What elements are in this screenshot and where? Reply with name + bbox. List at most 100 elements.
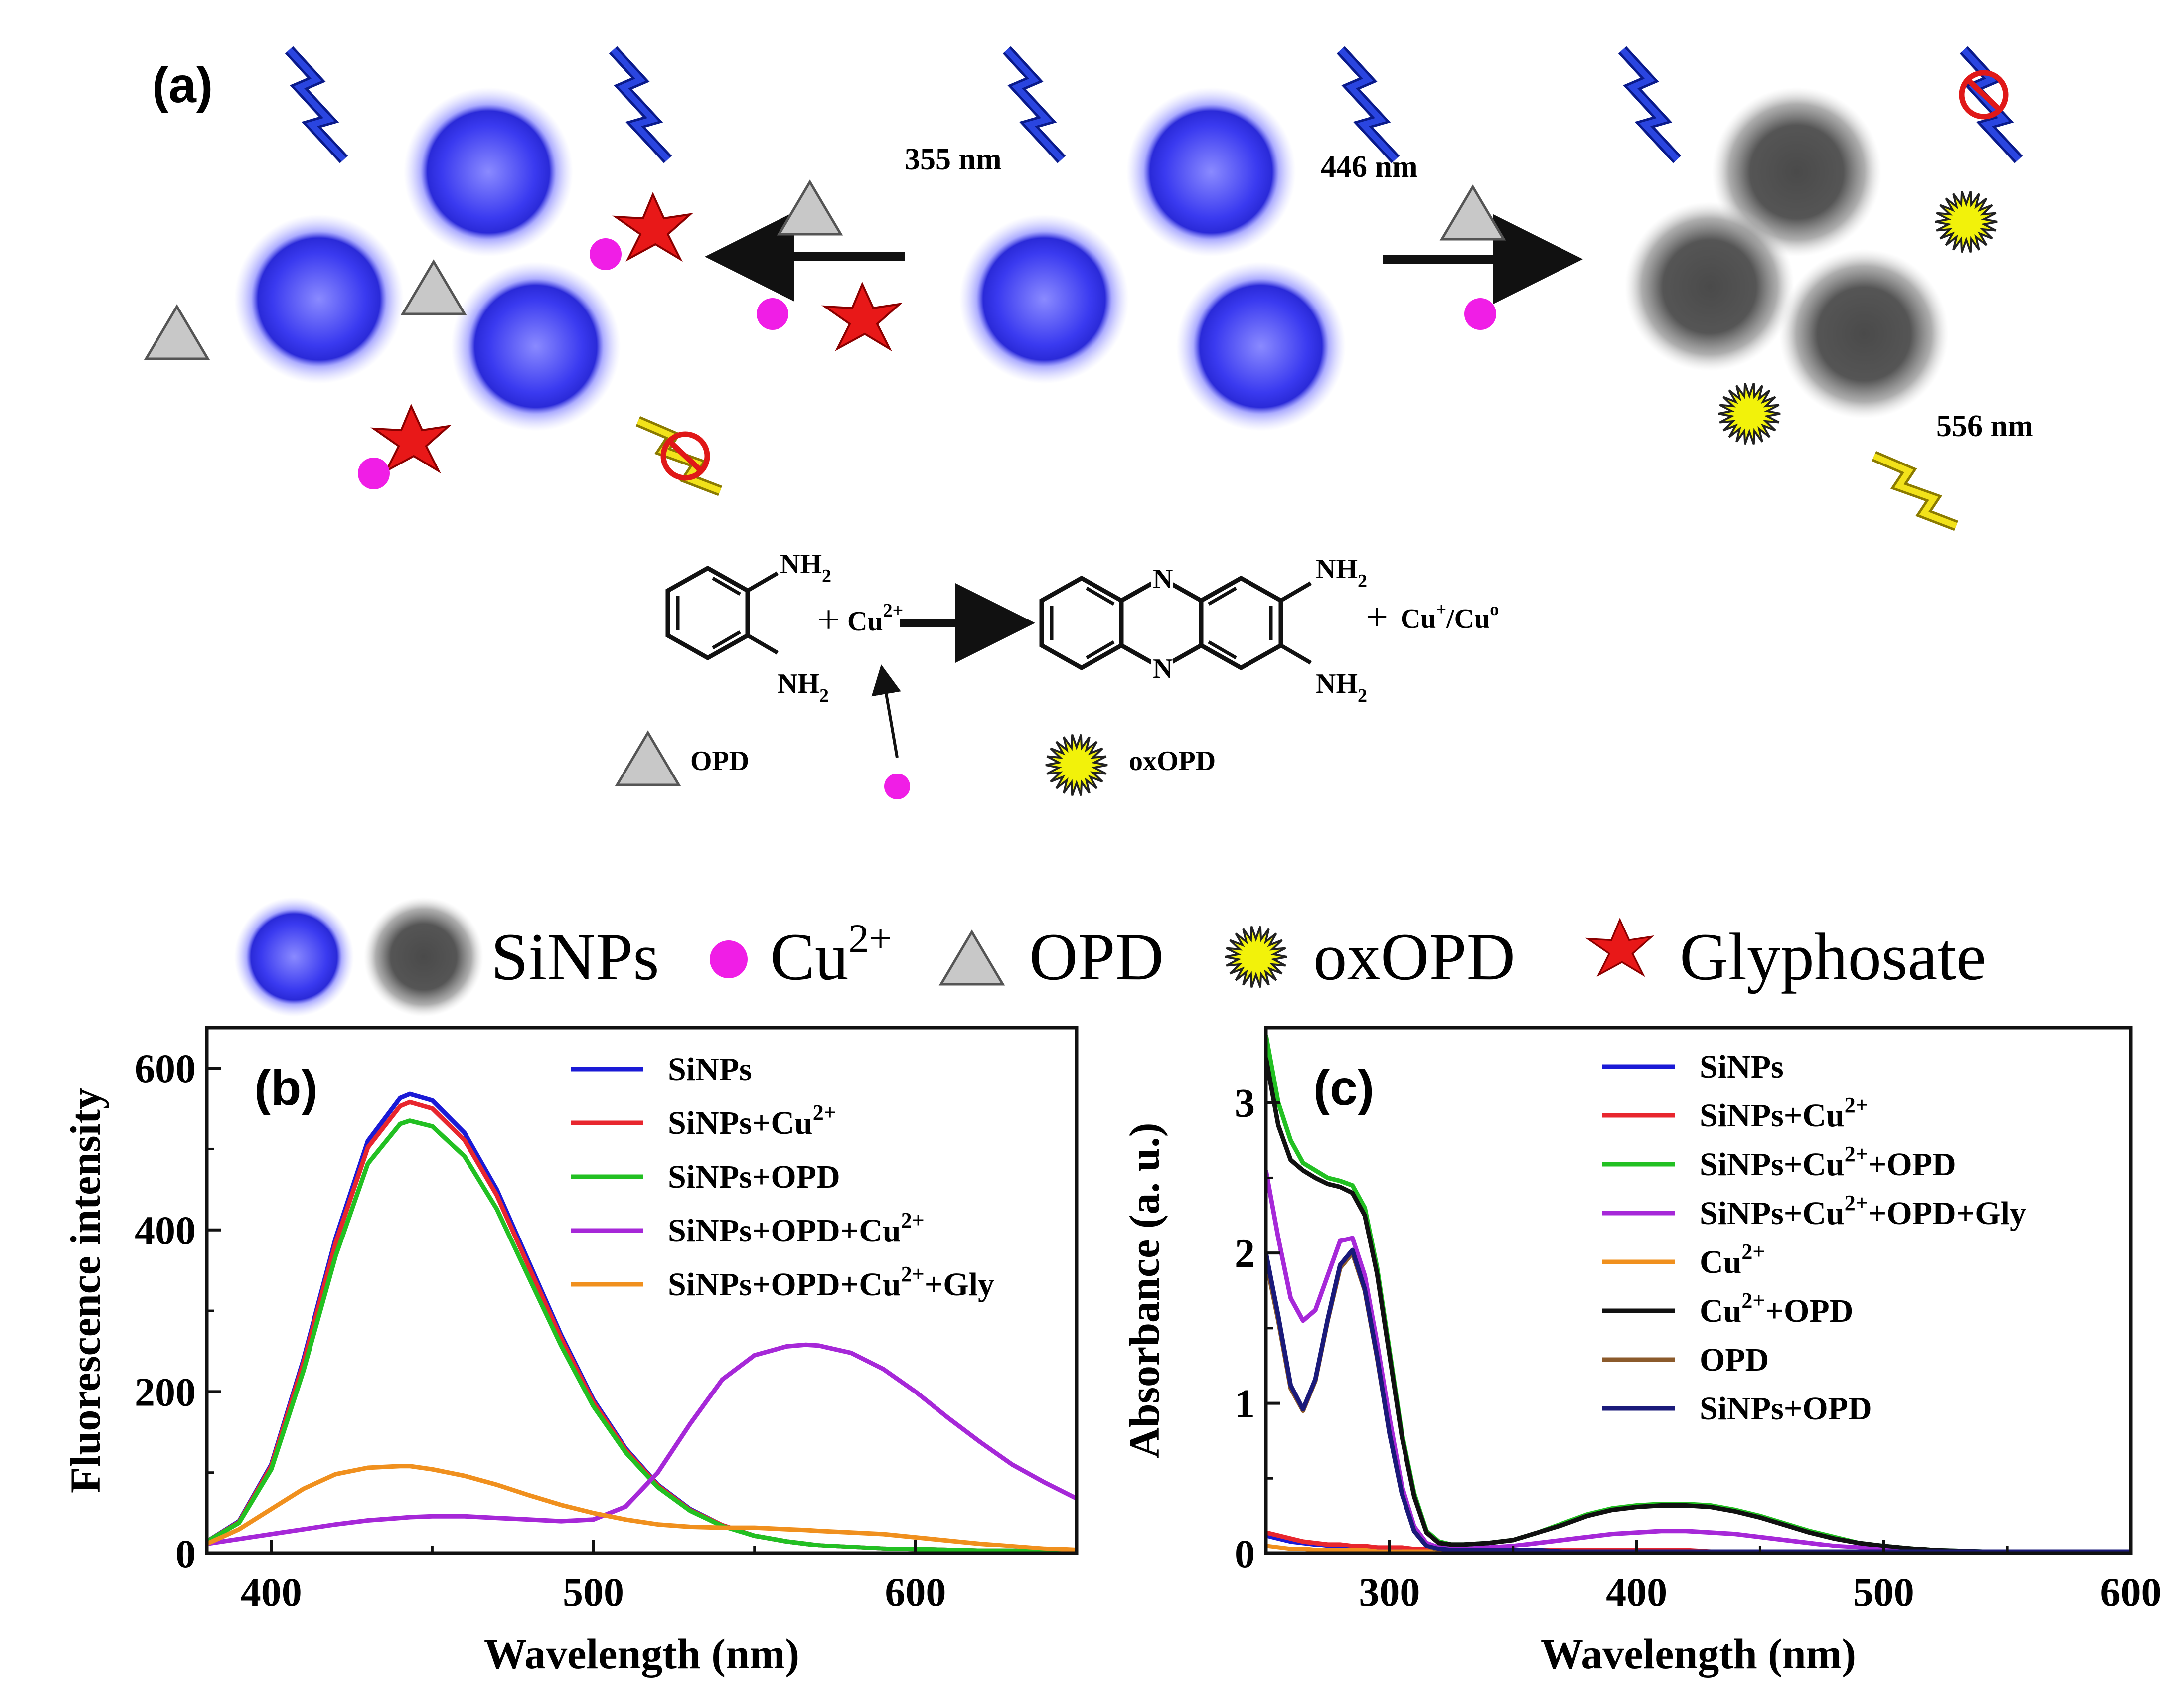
series-line-5: [1266, 1057, 2131, 1553]
plot-frame: [205, 1026, 1079, 1555]
x-tick-label: 400: [1606, 1569, 1667, 1615]
panel-label: (b): [254, 1060, 318, 1116]
symbol-legend: SiNPs Cu2+ OPD oxOPD Glyphosate: [234, 897, 1986, 1017]
cu2-reactant-label: Cu2+: [847, 600, 903, 637]
x-tick-label: 500: [1853, 1569, 1914, 1615]
series-line-2: [207, 1118, 1077, 1553]
legend-entry: SiNPs+Cu2+: [668, 1100, 836, 1141]
legend-glyphosate-label: Glyphosate: [1680, 920, 1986, 994]
excitation-lightning-icon: [1007, 50, 1062, 159]
cu-ion-icon: [358, 458, 390, 489]
cu-ion-icon: [757, 298, 788, 330]
oxopd-sunburst-icon: [1225, 926, 1287, 988]
emission-yellow-wavelength-label: 556 nm: [1936, 409, 2033, 443]
y-axis-label: Absorbance (a. u.): [1120, 1123, 1168, 1459]
y-tick-label: 0: [1235, 1531, 1255, 1576]
n-atom-bottom: N: [1153, 653, 1173, 684]
glyphosate-icon: [615, 193, 691, 260]
cu-ion-icon: [884, 774, 910, 799]
legend-entry: SiNPs: [668, 1051, 752, 1087]
sinp-blue-icon: [959, 214, 1129, 384]
glyphosate-icon: [1587, 919, 1653, 976]
legend-entry: SiNPs+OPD+Cu2+: [668, 1208, 925, 1249]
legend-entry: Cu2++OPD: [1700, 1288, 1853, 1329]
opd-benzene-ring: [665, 565, 750, 661]
series-line-1: [1266, 1530, 2131, 1553]
n-atom-top: N: [1153, 564, 1173, 595]
legend-entry: SiNPs+OPD: [1700, 1391, 1872, 1427]
x-tick-label: 600: [2100, 1569, 2162, 1615]
series-line-3: [207, 1342, 1077, 1546]
series-line-0: [207, 1091, 1077, 1553]
oxopd-nh2-bottom-label: NH2: [1316, 668, 1367, 706]
excitation-lightning-icon: [1622, 50, 1677, 159]
x-tick-label: 400: [241, 1569, 302, 1615]
emission-lightning-icon: [613, 50, 668, 159]
cu-ion-icon: [590, 238, 622, 270]
panel-label-a: (a): [152, 57, 213, 113]
series-line-1: [207, 1099, 1077, 1553]
glyphosate-icon: [373, 405, 450, 472]
legend-entry: SiNPs+Cu2++OPD+Gly: [1700, 1191, 2026, 1232]
x-axis-label: Wavelength (nm): [1541, 1630, 1856, 1678]
series-lines: [207, 1091, 1077, 1553]
blue-nanoparticles-left: [234, 87, 621, 431]
cu-ion-icon: [1464, 298, 1496, 330]
oxopd-ring-1: [1039, 575, 1124, 671]
opd-triangle-icon: [779, 182, 841, 234]
y-tick-label: 600: [135, 1046, 196, 1091]
oxopd-nh2-top-label: NH2: [1316, 554, 1367, 592]
x-tick-label: 300: [1359, 1569, 1420, 1615]
legend-entry: SiNPs: [1700, 1049, 1784, 1085]
oxopd-sunburst-icon: [1045, 734, 1108, 796]
legend-entry: Cu2+: [1700, 1239, 1765, 1280]
oxopd-sunburst-icon: [1935, 190, 1998, 253]
legend-sinps-label: SiNPs: [491, 920, 659, 994]
sinp-gray-icon: [1712, 87, 1881, 257]
emission-lightning-icon: [1341, 50, 1396, 159]
y-tick-label: 400: [135, 1208, 196, 1253]
legend-entry: OPD: [1700, 1342, 1769, 1378]
cu-product-label: Cu+/Cuo: [1401, 599, 1499, 634]
opd-triangle-icon: [403, 262, 465, 314]
y-tick-label: 2: [1235, 1231, 1255, 1276]
sinp-blue-icon: [1176, 262, 1346, 431]
x-axis-label: Wavelength (nm): [484, 1630, 799, 1678]
y-tick-label: 0: [175, 1531, 196, 1576]
sinp-blue-icon: [1126, 87, 1296, 257]
emission-blue-wavelength-label: 446 nm: [1321, 150, 1418, 184]
excitation-lightning-icon: [289, 50, 344, 159]
cu-indicator-arrow: [871, 664, 901, 758]
sinp-blue-icon: [451, 262, 621, 431]
legend-entry: SiNPs+Cu2+: [1700, 1093, 1868, 1134]
glyphosate-icon: [824, 283, 901, 350]
series-line-3: [1266, 1170, 2131, 1553]
plus-sign: +: [817, 598, 840, 642]
opd-triangle-icon: [146, 307, 208, 359]
y-tick-label: 200: [135, 1369, 196, 1414]
sinp-blue-icon: [404, 87, 573, 257]
yellow-emission-lightning-icon: [1874, 456, 1956, 526]
opd-triangle-icon: [1442, 187, 1504, 239]
legend-entry: SiNPs+Cu2++OPD: [1700, 1142, 1956, 1183]
legend-entry: SiNPs+OPD+Cu2++Gly: [668, 1262, 994, 1303]
y-tick-label: 1: [1235, 1381, 1255, 1426]
legend-entry: SiNPs+OPD: [668, 1159, 840, 1195]
oxopd-ring-3: [1199, 575, 1283, 671]
opd-legend-label: OPD: [690, 746, 749, 776]
scheme-panel: (a) 355 nm 446 nm: [146, 50, 2033, 799]
sinp-gray-icon: [1625, 202, 1794, 371]
plus-sign: +: [1366, 596, 1388, 639]
reaction-scheme: NH2 NH2 + Cu2+ N N NH2 NH2 +: [617, 549, 1499, 799]
series-line-4: [207, 1464, 1077, 1552]
legend-opd-label: OPD: [1029, 920, 1164, 994]
panel-label: (c): [1313, 1060, 1374, 1116]
excitation-wavelength-label: 355 nm: [905, 143, 1002, 176]
opd-nh2-top-label: NH2: [780, 549, 831, 587]
sinp-gray-icon: [364, 897, 483, 1017]
opd-triangle-icon: [941, 932, 1003, 984]
